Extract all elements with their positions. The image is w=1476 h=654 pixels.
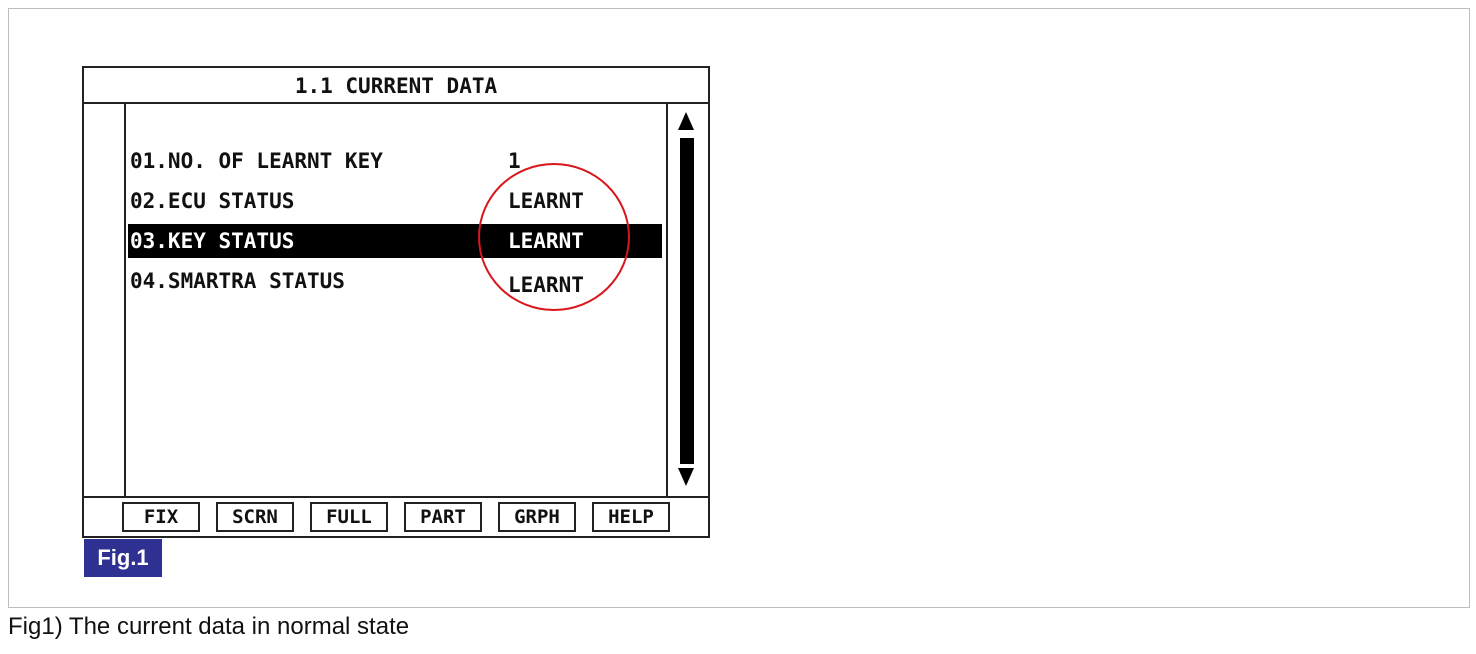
left-margin bbox=[84, 104, 126, 496]
fix-button[interactable]: FIX bbox=[122, 502, 200, 532]
row-label: 01.NO. OF LEARNT KEY bbox=[130, 149, 383, 173]
scan-tool-screen: 1.1 CURRENT DATA 01.NO. OF LEARNT KEY 1 … bbox=[82, 66, 710, 538]
grph-button[interactable]: GRPH bbox=[498, 502, 576, 532]
triangle-up-icon[interactable] bbox=[678, 112, 694, 130]
scrollbar[interactable] bbox=[666, 104, 708, 496]
full-button[interactable]: FULL bbox=[310, 502, 388, 532]
row-label: 03.KEY STATUS bbox=[130, 229, 295, 253]
row-value: LEARNT bbox=[508, 229, 584, 253]
data-row-smartra-status[interactable]: 04.SMARTRA STATUS LEARNT bbox=[128, 264, 662, 298]
row-value: LEARNT bbox=[508, 189, 584, 213]
row-label: 04.SMARTRA STATUS bbox=[130, 269, 345, 293]
part-button[interactable]: PART bbox=[404, 502, 482, 532]
figure-badge: Fig.1 bbox=[84, 539, 162, 577]
scrn-button[interactable]: SCRN bbox=[216, 502, 294, 532]
function-key-bar: FIX SCRN FULL PART GRPH HELP bbox=[84, 496, 708, 536]
data-row-key-status[interactable]: 03.KEY STATUS LEARNT bbox=[128, 224, 662, 258]
screen-title: 1.1 CURRENT DATA bbox=[84, 68, 708, 104]
data-row-ecu-status[interactable]: 02.ECU STATUS LEARNT bbox=[128, 184, 662, 218]
triangle-down-icon[interactable] bbox=[678, 468, 694, 486]
scroll-thumb[interactable] bbox=[680, 138, 694, 464]
row-value: 1 bbox=[508, 149, 521, 173]
data-row-learnt-key-count[interactable]: 01.NO. OF LEARNT KEY 1 bbox=[128, 144, 662, 178]
help-button[interactable]: HELP bbox=[592, 502, 670, 532]
data-list: 01.NO. OF LEARNT KEY 1 02.ECU STATUS LEA… bbox=[126, 104, 666, 496]
figure-frame bbox=[8, 8, 1470, 608]
figure-caption: Fig1) The current data in normal state bbox=[8, 613, 410, 640]
row-label: 02.ECU STATUS bbox=[130, 189, 295, 213]
row-value: LEARNT bbox=[508, 273, 584, 297]
